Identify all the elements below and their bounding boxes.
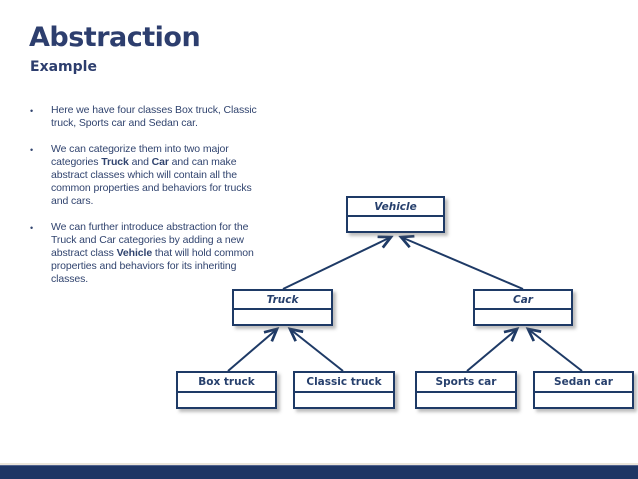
edge-classictruck-to-truck <box>287 327 344 372</box>
class-name-label: Sports car <box>417 373 515 393</box>
footer-bar <box>0 465 638 479</box>
list-item: • Here we have four classes Box truck, C… <box>30 104 262 130</box>
class-box-truck: Truck <box>232 289 333 326</box>
edge-sportscar-to-car <box>466 327 520 372</box>
bullet-text: Here we have four classes Box truck, Cla… <box>51 104 262 130</box>
bullet-text-segment: and can make abstract classes which will… <box>51 156 252 207</box>
list-item: • We can further introduce abstraction f… <box>30 221 262 286</box>
class-box-sports-car: Sports car <box>415 371 517 409</box>
bullet-text-segment: that will hold common properties and beh… <box>51 247 254 285</box>
class-box-car: Car <box>473 289 573 326</box>
class-name-label: Car <box>475 291 571 310</box>
bullet-text-segment: and <box>128 156 152 168</box>
bullet-icon: • <box>30 106 34 116</box>
class-name-label: Vehicle <box>348 198 443 217</box>
class-name-label: Truck <box>234 291 331 310</box>
footer-highlight-strip <box>0 463 638 466</box>
bullet-text-segment: Car <box>151 156 169 168</box>
page-subtitle: Example <box>30 59 97 75</box>
class-name-label: Sedan car <box>535 373 632 393</box>
bullet-text: We can categorize them into two major ca… <box>51 143 262 208</box>
list-item: • We can categorize them into two major … <box>30 143 262 208</box>
bullet-text: We can further introduce abstraction for… <box>51 221 262 286</box>
page-title: Abstraction <box>29 22 201 53</box>
bullet-text-segment: Here we have four classes Box truck, Cla… <box>51 104 257 129</box>
bullet-text-segment: Vehicle <box>116 247 153 259</box>
bullet-text-segment: We can categorize them into two major ca… <box>51 143 229 168</box>
edge-car-to-vehicle <box>398 234 524 290</box>
bullet-text-segment: We can further introduce abstraction for… <box>51 221 249 259</box>
edge-boxtruck-to-truck <box>227 327 280 372</box>
class-name-label: Classic truck <box>295 373 393 393</box>
edge-sedancar-to-car <box>525 327 583 372</box>
class-box-sedan-car: Sedan car <box>533 371 634 409</box>
edge-truck-to-vehicle <box>282 235 394 290</box>
class-box-classic-truck: Classic truck <box>293 371 395 409</box>
bullet-icon: • <box>30 145 34 155</box>
class-name-label: Box truck <box>178 373 275 393</box>
bullet-icon: • <box>30 223 34 233</box>
bullet-list: • Here we have four classes Box truck, C… <box>30 104 262 299</box>
class-box-vehicle: Vehicle <box>346 196 445 233</box>
class-box-box-truck: Box truck <box>176 371 277 409</box>
bullet-text-segment: Truck <box>101 156 129 168</box>
